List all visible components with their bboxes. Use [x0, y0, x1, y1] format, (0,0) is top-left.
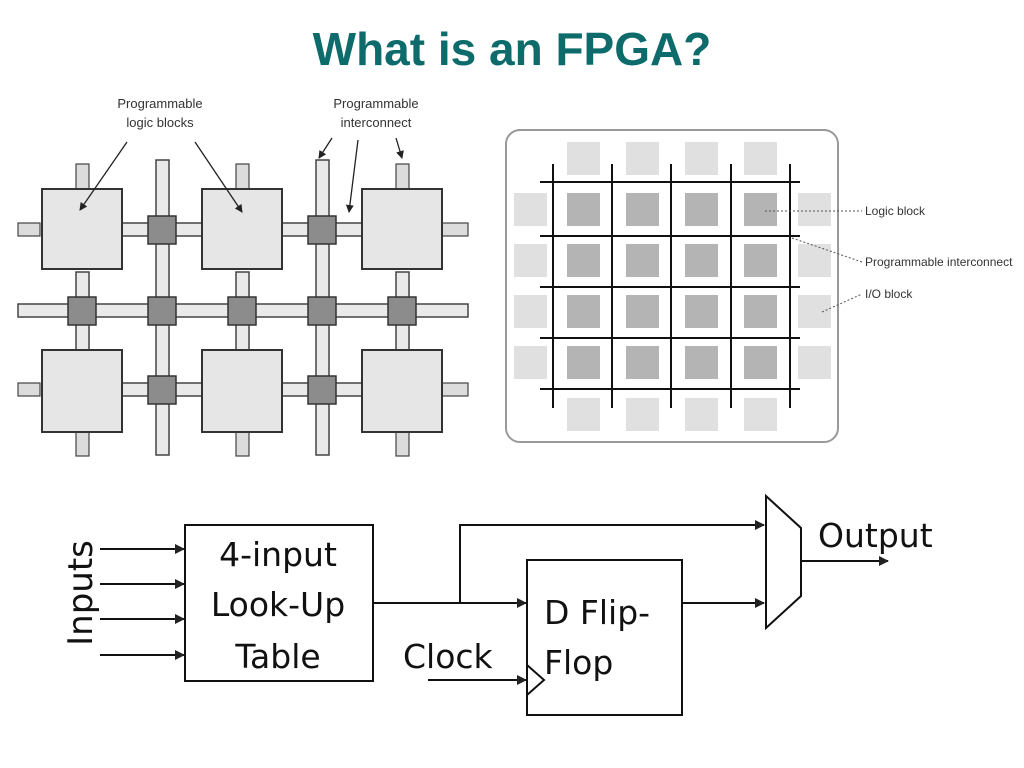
chip-leader-lines: [765, 210, 863, 313]
label-logic-block: Logic block: [865, 204, 926, 218]
dff-box: [526, 559, 683, 716]
lut-output-wires: [373, 520, 765, 608]
switch-box: [387, 296, 417, 326]
label-inputs: Inputs: [61, 540, 101, 646]
label-interconnect-line2: interconnect: [341, 115, 412, 130]
logic-block: [361, 349, 443, 433]
label-io-block: I/O block: [865, 287, 913, 301]
switch-box: [147, 215, 177, 245]
logic-block: [361, 188, 443, 270]
input-arrows: [100, 544, 185, 660]
switch-box: [307, 215, 337, 245]
block-pins: [17, 163, 469, 457]
switch-box: [307, 296, 337, 326]
label-output: Output: [818, 516, 933, 555]
label-interconnect-line1: Programmable: [333, 96, 418, 111]
switch-box: [147, 296, 177, 326]
label-logic-blocks-line1: Programmable: [117, 96, 202, 111]
fpga-chip-diagram: Logic block Programmable interconnect I/…: [505, 129, 1013, 443]
logic-block: [201, 188, 283, 270]
logic-block: [41, 349, 123, 433]
output-mux: [765, 493, 802, 631]
label-programmable-interconnect: Programmable interconnect: [865, 255, 1013, 269]
fpga-grid-diagram: Programmable logic blocks Programmable i…: [17, 96, 469, 457]
dff-label-line1: D Flip-: [544, 593, 650, 632]
logic-element-diagram: Inputs 4-input Look-Up Table D Flip- Flo…: [61, 493, 933, 716]
switch-box: [227, 296, 257, 326]
lut-box: [184, 524, 374, 682]
switch-box: [67, 296, 97, 326]
logic-block: [201, 349, 283, 433]
clock-triangle: [526, 664, 546, 696]
logic-block: [41, 188, 123, 270]
slide-title: What is an FPGA?: [312, 23, 712, 75]
label-logic-blocks-line2: logic blocks: [126, 115, 194, 130]
chip-interconnect-lines: [540, 164, 800, 408]
lut-label-line2: Look-Up: [211, 585, 345, 624]
label-clock: Clock: [403, 637, 494, 676]
label-pointer-arrows: [79, 137, 404, 213]
lut-label-line3: Table: [234, 637, 320, 676]
io-blocks: [514, 142, 831, 431]
switch-boxes: [67, 215, 417, 405]
dff-label-line2: Flop: [544, 643, 613, 682]
lut-label-line1: 4-input: [219, 535, 337, 574]
switch-box: [307, 375, 337, 405]
chip-logic-blocks: [567, 193, 777, 379]
switch-box: [147, 375, 177, 405]
